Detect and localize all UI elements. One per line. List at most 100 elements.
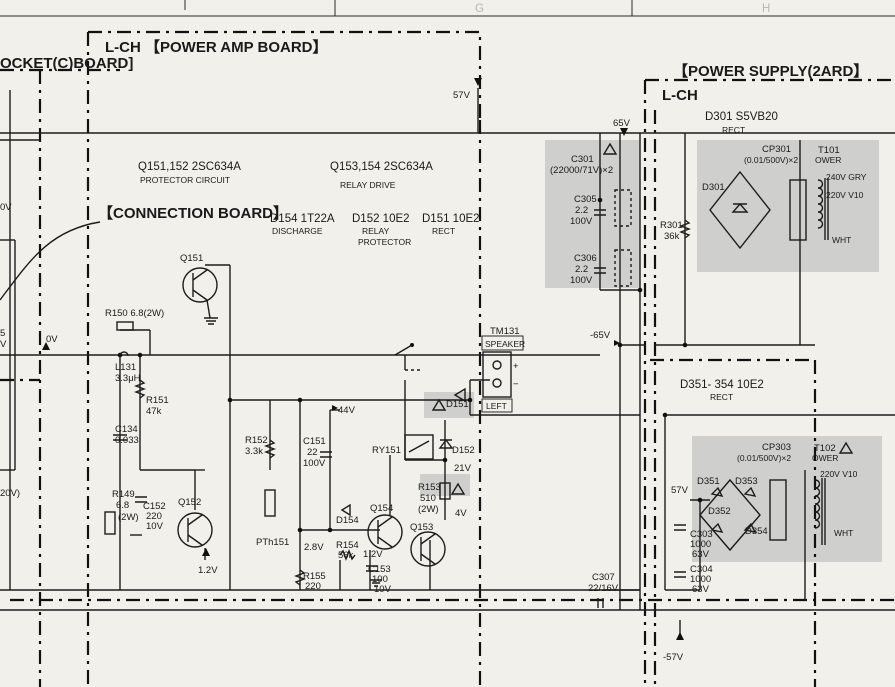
cp301-label: CP301	[762, 144, 791, 155]
relay-drive-label: RELAY DRIVE	[340, 180, 396, 190]
c303-value-1: 1000	[690, 539, 711, 550]
t102-power-label: OWER	[812, 453, 838, 463]
c301-value: (22000/71V)×2	[550, 165, 613, 176]
c304-value-1: 1000	[690, 574, 711, 585]
relay-protector-label-1: RELAY	[362, 226, 390, 236]
q151-152-label: Q151,152 2SC634A	[138, 161, 241, 173]
left-edge-0v: 0V	[0, 202, 12, 213]
r153-value-2: (2W)	[418, 504, 439, 515]
lch-title: L-CH	[662, 87, 698, 104]
transformer-t102	[814, 478, 826, 545]
r150-label: R150 6.8(2W)	[105, 308, 164, 319]
q154-label: Q154	[370, 503, 393, 514]
q153-label: Q153	[410, 522, 433, 533]
q153-154-label: Q153,154 2SC634A	[330, 161, 433, 173]
c151-value-2: 100V	[303, 458, 326, 469]
c305-value-1: 2.2	[575, 205, 588, 216]
d152-label: D152	[452, 445, 475, 456]
relay-ry151	[394, 343, 434, 460]
left-edge-5: 5	[0, 328, 5, 339]
c305-value-2: 100V	[570, 216, 593, 227]
d151-title: D151 10E2	[422, 213, 480, 225]
t102-220v-label: 220V V10	[820, 469, 858, 479]
d301-label: D301	[702, 182, 725, 193]
vm57-label: -57V	[663, 652, 684, 663]
grid-col-g: G	[475, 3, 484, 15]
v65-label: 65V	[613, 118, 631, 129]
d352-label: D352	[708, 506, 731, 517]
d154-label: D154	[336, 515, 359, 526]
r152-value: 3.3k	[245, 446, 263, 457]
speaker-plus: +	[513, 361, 519, 372]
q153-symbol	[410, 531, 446, 567]
v57-top: 57V	[453, 90, 471, 101]
t102-wht-label: WHT	[834, 528, 853, 538]
r155-label: R155	[303, 571, 326, 582]
v2-8-label: 2.8V	[304, 542, 324, 553]
board-boundaries	[0, 30, 895, 687]
d151-rect-label: RECT	[432, 226, 455, 236]
c306-label: C306	[574, 253, 597, 264]
c134-label: C134	[115, 424, 138, 435]
c304-value-2: 63V	[692, 584, 710, 595]
connection-board-title: 【CONNECTION BOARD】	[98, 204, 288, 222]
grid-col-h: H	[762, 3, 770, 15]
resistors	[104, 219, 691, 586]
ground-marks	[130, 317, 382, 587]
cp303-value: (0.01/500V)×2	[737, 453, 791, 463]
grid-frame	[0, 0, 895, 17]
d301-title: D301 S5VB20	[705, 111, 778, 123]
t101-240v-label: 240V GRY	[826, 172, 867, 182]
left-edge-20v: 20V)	[0, 488, 20, 499]
d152-title: D152 10E2	[352, 213, 410, 225]
c152-value-1: 220	[146, 511, 162, 522]
left-edge-v: V	[0, 339, 7, 350]
speaker-terminal-block	[481, 335, 524, 413]
c301-label: C301	[571, 154, 594, 165]
d351-rect-label: RECT	[710, 392, 733, 402]
power-supply-title: 【POWER SUPPLY(2ARD】	[673, 62, 868, 80]
r149-label: R149	[112, 489, 135, 500]
l131-label: L131	[115, 362, 136, 373]
q151-label: Q151	[180, 253, 203, 264]
c151-label: C151	[303, 436, 326, 447]
cp303-label: CP303	[762, 442, 791, 453]
tm131-label: TM131	[490, 326, 520, 337]
v44-label: 44V	[338, 405, 356, 416]
r301-label: R301	[660, 220, 683, 231]
q154-1-2v: 1.2V	[363, 549, 383, 560]
warning-icons	[431, 142, 854, 495]
c303-value-2: 63V	[692, 549, 710, 560]
pth151-label: PTh151	[256, 537, 289, 548]
t101-wht-label: WHT	[832, 235, 851, 245]
d151-label: D151	[446, 399, 469, 410]
socket-board-title: OCKET(C)BOARD]	[0, 55, 133, 72]
q151-symbol	[182, 267, 218, 319]
capacitors	[113, 179, 807, 608]
r152-label: R152	[245, 435, 268, 446]
r154-value: 56k	[338, 550, 354, 561]
main-wires	[0, 88, 895, 640]
r155-value: 220	[305, 581, 321, 592]
d351-354-title: D351- 354 10E2	[680, 379, 764, 391]
q152-1-2v: 1.2V	[198, 565, 218, 576]
cp301-value: (0.01/500V)×2	[744, 155, 798, 165]
d301-rect-label: RECT	[722, 125, 745, 135]
vm65-label: -65V	[590, 330, 611, 341]
v57-ps-label: 57V	[671, 485, 689, 496]
t101-220v-label: 220V V10	[826, 190, 864, 200]
v4-label: 4V	[455, 508, 467, 519]
l131-coil	[119, 351, 129, 357]
c303-label: C303	[690, 529, 713, 540]
r153-value-1: 510	[420, 493, 436, 504]
c153-label: C153	[368, 564, 391, 575]
c305-label: C305	[574, 194, 597, 205]
d154-title: D154 1T22A	[270, 213, 335, 225]
transformer-t101	[817, 178, 829, 240]
r153-label: R153	[418, 482, 441, 493]
q152-label: Q152	[178, 497, 201, 508]
c151-value-1: 22	[307, 447, 318, 458]
c304-label: C304	[690, 564, 713, 575]
